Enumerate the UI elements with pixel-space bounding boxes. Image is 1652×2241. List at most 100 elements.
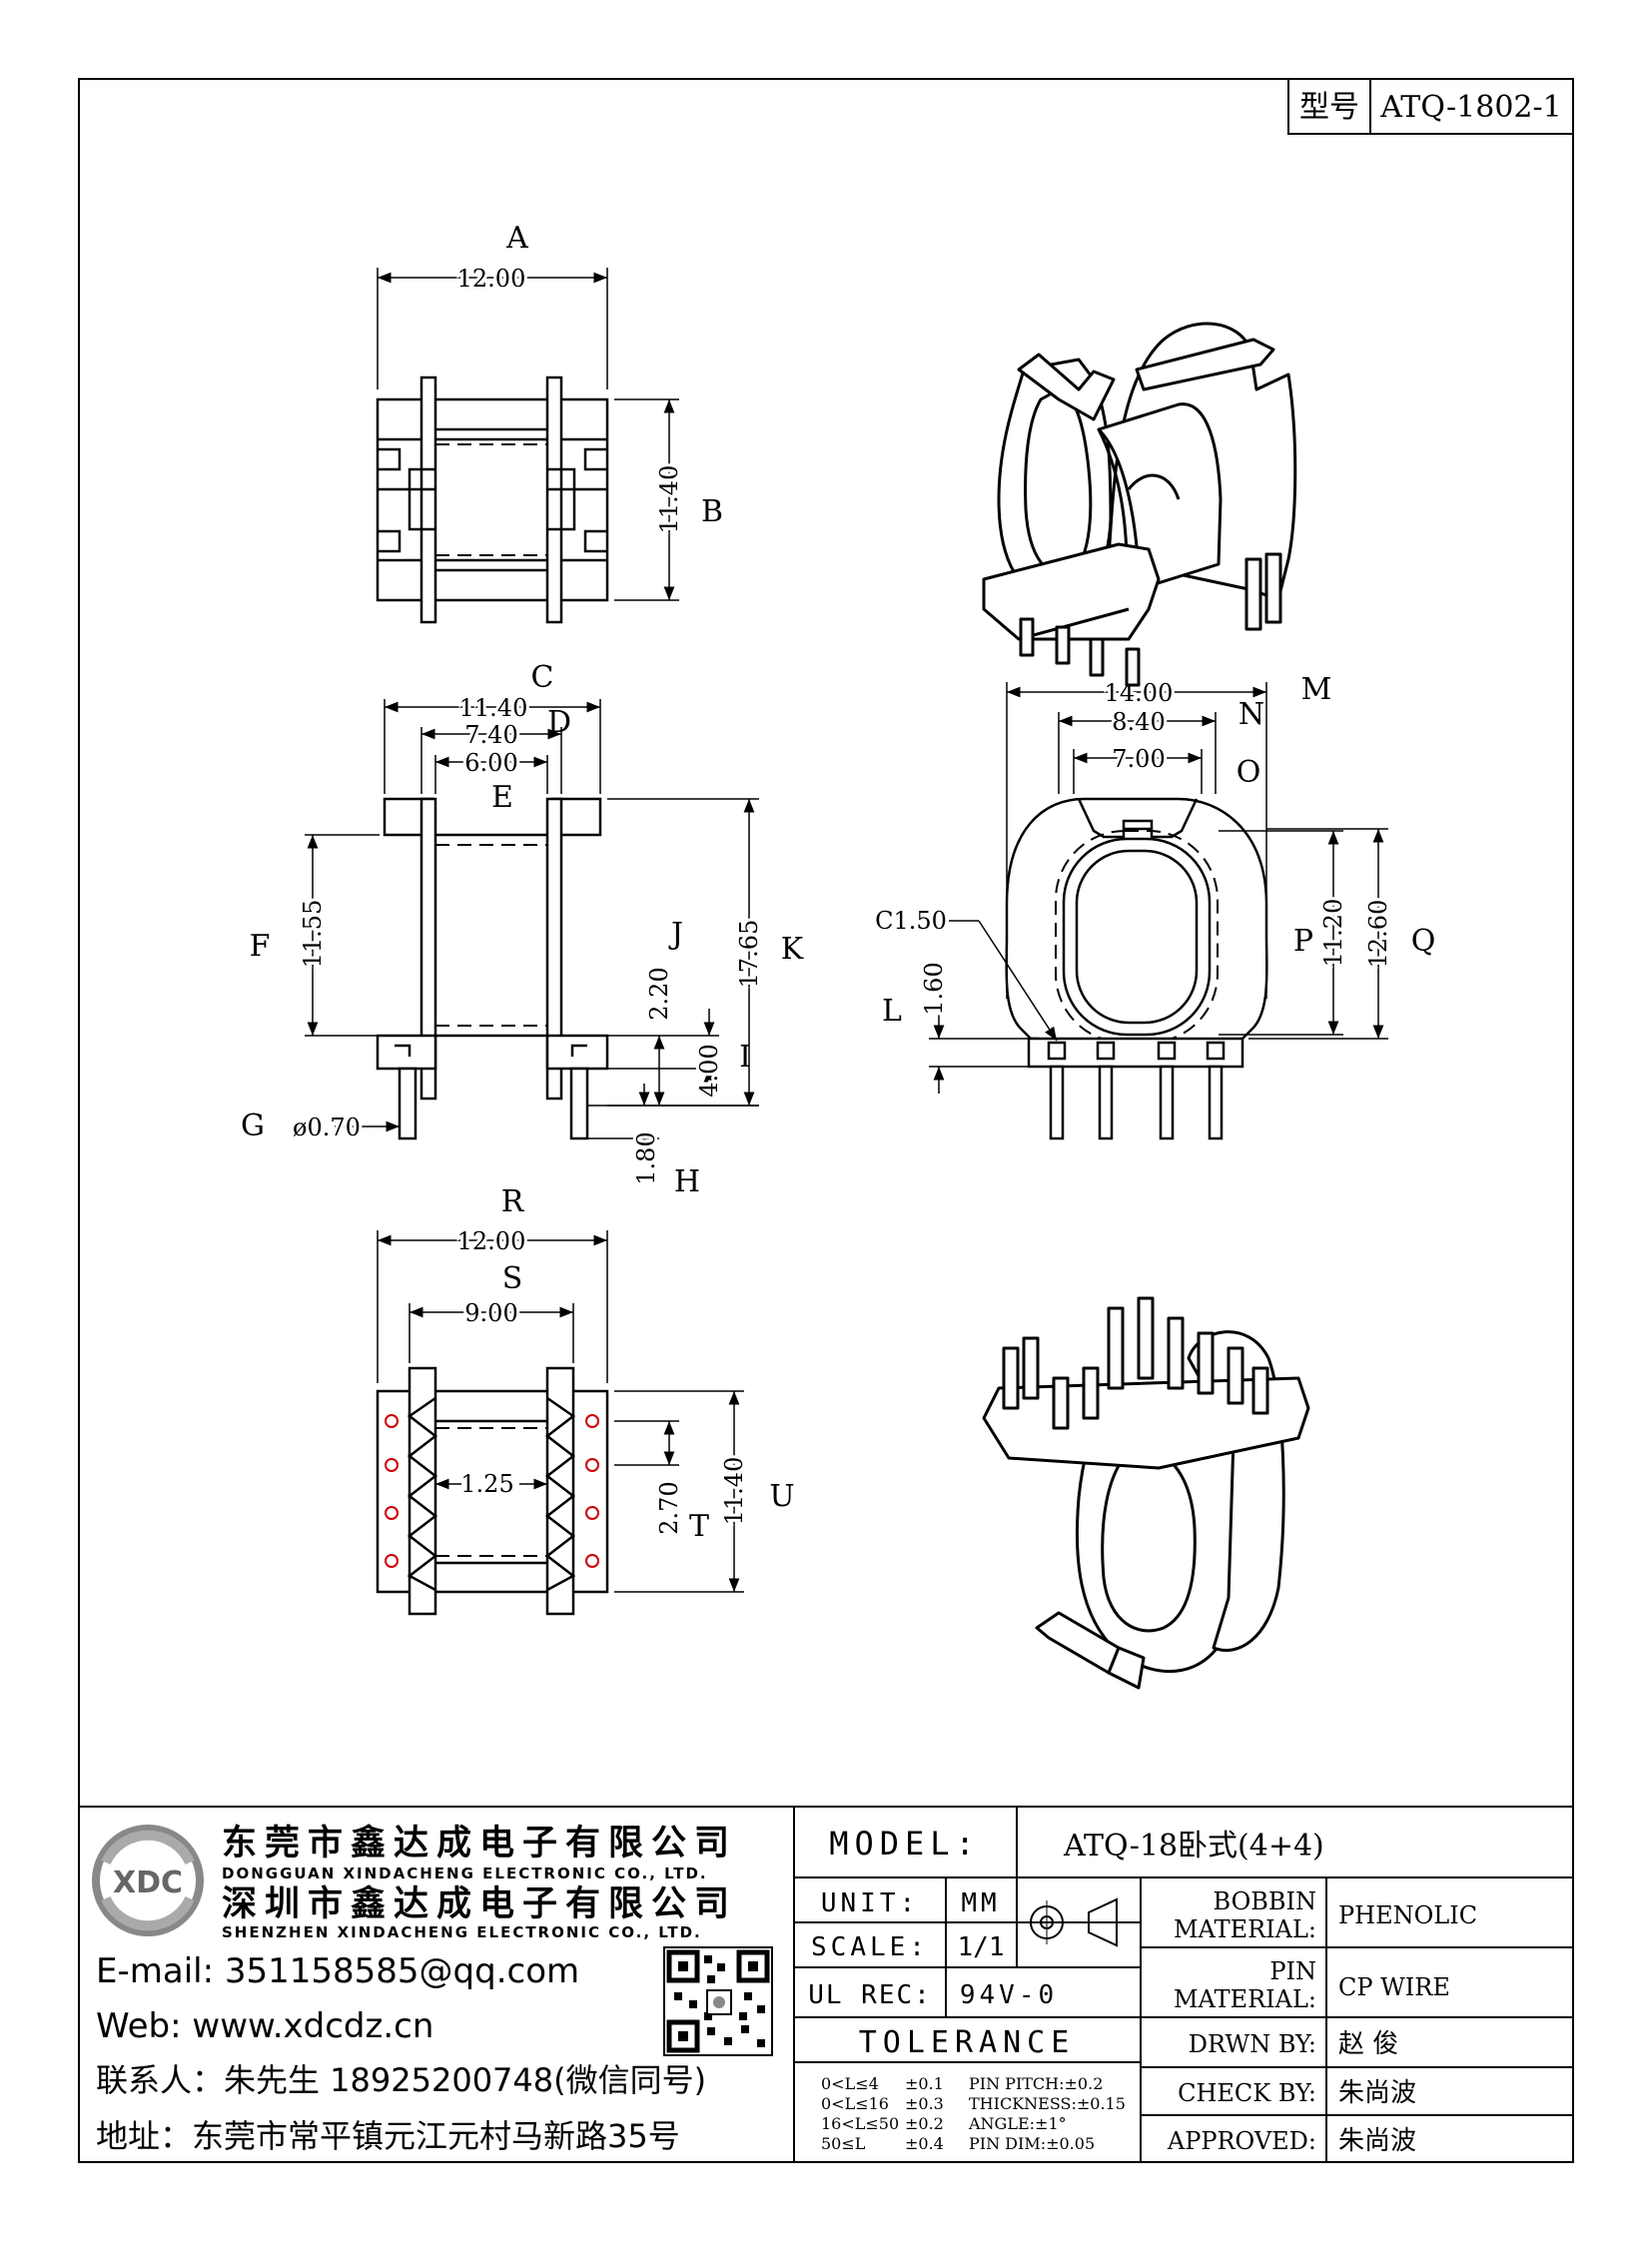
check-by-label: CHECK BY: — [1178, 2079, 1316, 2107]
letter-h: H — [674, 1164, 700, 1199]
letter-a: A — [505, 221, 528, 256]
letter-f: F — [250, 929, 271, 964]
bobbin-material: PHENOLIC — [1338, 1901, 1477, 1929]
tol-value-1: ±0.1 — [905, 2074, 944, 2093]
drawn-by-label: DRWN BY: — [1189, 2030, 1316, 2058]
dim-pin-pitch: 1.25 — [460, 1470, 513, 1498]
tol-value-2: ±0.3 — [905, 2094, 944, 2113]
company-web: Web: www.xdcdz.cn — [96, 2006, 433, 2046]
side-view — [376, 797, 609, 1140]
dim-q: 12.60 — [1364, 900, 1392, 969]
tolerance-label: TOLERANCE — [859, 2025, 1076, 2060]
projection-symbol-icon — [1025, 1897, 1118, 1947]
dim-t: 2.70 — [655, 1481, 683, 1534]
dim-n: 8.40 — [1112, 708, 1165, 736]
dim-d: 7.40 — [464, 721, 517, 749]
dim-u: 11.40 — [720, 1457, 748, 1526]
scale-value: 1/1 — [958, 1932, 1005, 1962]
unit-value: MM — [961, 1888, 1000, 1918]
dim-i: 4.00 — [695, 1044, 723, 1097]
letter-l: L — [882, 994, 902, 1029]
letter-c: C — [531, 660, 554, 695]
model-box-value: ATQ-1802-1 — [1379, 90, 1561, 125]
company-name-shenzhen-en: SHENZHEN XINDACHENG ELECTRONIC CO., LTD. — [222, 1923, 702, 1941]
company-email: E-mail: 351158585@qq.com — [96, 1951, 579, 1991]
bottom-view — [376, 1366, 609, 1616]
bobbin-label-2: MATERIAL: — [1174, 1915, 1316, 1943]
isometric-view-top — [982, 322, 1297, 687]
side-view-dims — [305, 699, 759, 1158]
dim-c: 11.40 — [459, 694, 528, 722]
dim-h: 1.80 — [632, 1131, 660, 1184]
company-contact: 联系人：朱先生 18925200748(微信同号) — [96, 2061, 706, 2099]
logo-text: XDC — [113, 1866, 183, 1900]
letter-b: B — [701, 494, 723, 529]
pin-material: CP WIRE — [1338, 1973, 1450, 2001]
dim-o: 7.00 — [1112, 745, 1165, 773]
qr-code-icon — [663, 1946, 773, 2056]
letter-q: Q — [1411, 924, 1436, 959]
pin-label-2: MATERIAL: — [1174, 1985, 1316, 2013]
tol-value-3: ±0.2 — [905, 2114, 944, 2133]
company-name-shenzhen: 深圳市鑫达成电子有限公司 — [222, 1883, 737, 1924]
isometric-view-bottom — [982, 1296, 1310, 1690]
dim-p: 11.20 — [1319, 899, 1347, 968]
tolerance-table: 0<L≤4 ±0.1 PIN PITCH:±0.2 0<L≤16 ±0.3 TH… — [821, 2074, 1126, 2153]
scale-label: SCALE: — [811, 1932, 929, 1962]
dim-r: 12.00 — [457, 1227, 526, 1255]
bottom-view-pins — [385, 1414, 599, 1568]
title-block-grid — [793, 1807, 1573, 2162]
letter-s: S — [502, 1261, 523, 1296]
tol-range-3: 16<L≤50 — [821, 2114, 899, 2133]
model-box-label: 型号 — [1299, 90, 1359, 125]
approved-value: 朱尚波 — [1338, 2126, 1416, 2156]
dim-k: 17.65 — [735, 920, 763, 989]
page-border — [78, 78, 1574, 2163]
tol-value-4: ±0.4 — [905, 2134, 944, 2153]
company-address: 地址：东莞市常平镇元江元村马新路35号 — [96, 2117, 680, 2155]
tol-extra-2: THICKNESS:±0.15 — [969, 2094, 1126, 2113]
top-view-dims — [377, 268, 679, 601]
dim-s: 9.00 — [464, 1299, 517, 1327]
bottom-view-dims — [377, 1230, 744, 1593]
letter-t: T — [689, 1509, 709, 1544]
letter-n: N — [1239, 697, 1264, 732]
dim-j: 2.20 — [645, 967, 673, 1020]
top-view — [376, 375, 609, 624]
model-number-box: 型号 ATQ-1802-1 — [1287, 78, 1574, 135]
model-label: MODEL: — [829, 1825, 981, 1863]
letter-j: J — [668, 917, 683, 952]
letter-i: I — [739, 1040, 751, 1075]
tol-extra-3: ANGLE:±1° — [968, 2114, 1067, 2133]
company-logo: XDC — [92, 1825, 204, 1936]
letter-e: E — [491, 780, 513, 815]
tol-extra-4: PIN DIM:±0.05 — [969, 2134, 1095, 2153]
letter-g: G — [241, 1109, 265, 1143]
dim-a: 12.00 — [457, 265, 526, 293]
dim-f: 11.55 — [299, 900, 327, 969]
tol-range-4: 50≤L — [821, 2134, 866, 2153]
ul-rec-value: 94V-0 — [960, 1980, 1058, 2010]
dim-b: 11.40 — [655, 465, 683, 534]
letter-r: R — [501, 1184, 525, 1219]
ul-rec-label: UL REC: — [808, 1980, 932, 2010]
unit-label: UNIT: — [821, 1888, 919, 1918]
drawn-by-value: 赵 俊 — [1338, 2029, 1398, 2059]
tol-range-2: 0<L≤16 — [821, 2094, 889, 2113]
bobbin-label-1: BOBBIN — [1213, 1887, 1316, 1915]
dim-chamfer: C1.50 — [875, 907, 947, 935]
front-view-dims — [929, 682, 1388, 1094]
company-name-dongguan: 东莞市鑫达成电子有限公司 — [222, 1823, 737, 1864]
tol-extra-1: PIN PITCH:±0.2 — [969, 2074, 1103, 2093]
letter-o: O — [1237, 755, 1261, 790]
letter-p: P — [1293, 924, 1313, 959]
letter-u: U — [769, 1479, 794, 1514]
dim-g: ø0.70 — [293, 1114, 361, 1141]
letter-m: M — [1301, 672, 1332, 707]
dim-l: 1.60 — [920, 962, 948, 1015]
pin-label-1: PIN — [1269, 1957, 1316, 1985]
model-value: ATQ-18卧式(4+4) — [1063, 1829, 1324, 1864]
check-by-value: 朱尚波 — [1338, 2078, 1416, 2108]
letter-d: D — [547, 705, 571, 740]
